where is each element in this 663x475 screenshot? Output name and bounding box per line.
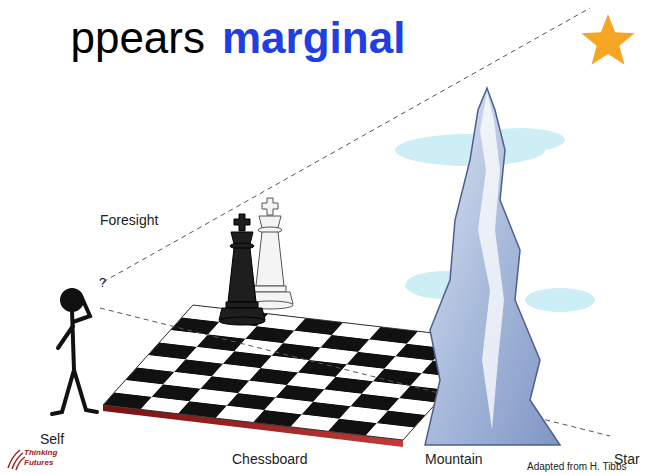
heading-text: ppears (70, 14, 205, 62)
credit-note: Adapted from H. Tibbs (527, 461, 627, 472)
star-shape (581, 14, 634, 65)
logo-text: Futures (24, 459, 53, 468)
black-king (219, 214, 265, 325)
self-label: Self (40, 432, 64, 447)
logo-text: Thinking (24, 449, 57, 458)
chessboard-label: Chessboard (232, 452, 308, 467)
foresight-label: Foresight (100, 213, 158, 228)
question-mark: ? (99, 276, 106, 290)
heading-emphasis: marginal (222, 14, 405, 62)
self-figure (52, 290, 97, 414)
logo-mark (8, 450, 25, 470)
mountain-label: Mountain (425, 452, 483, 467)
mountain-snow (478, 92, 504, 430)
mountain-shape (425, 88, 560, 445)
